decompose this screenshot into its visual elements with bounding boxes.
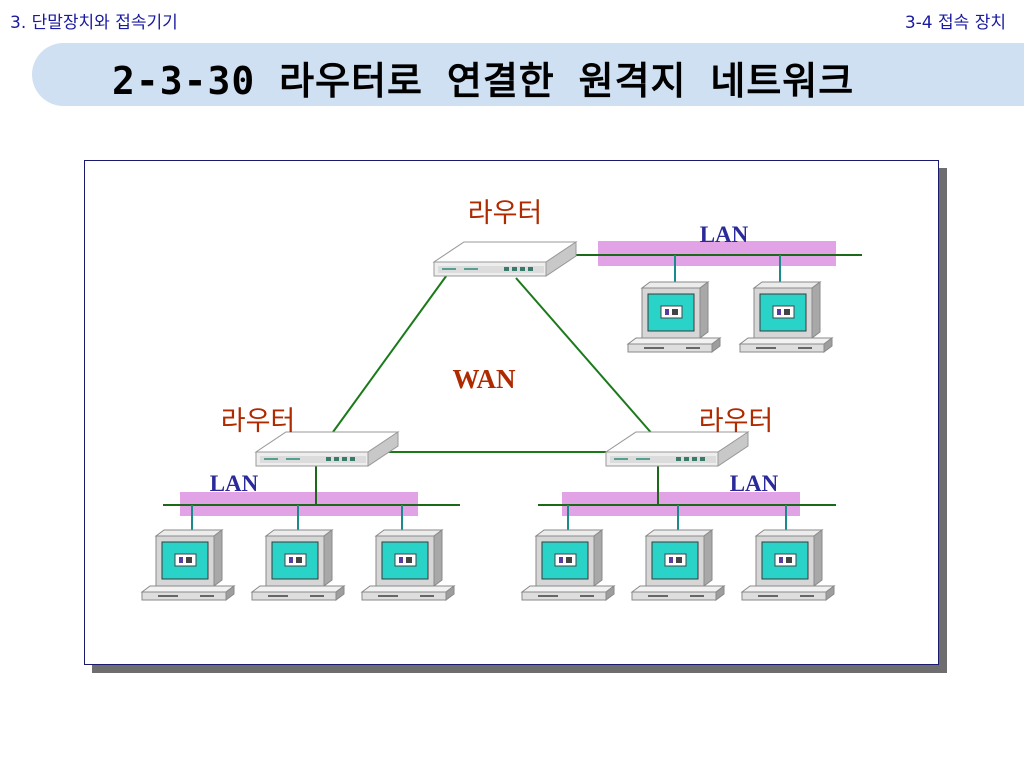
computer-icon	[739, 281, 833, 353]
wan-link-top-right	[515, 277, 655, 437]
router-right-icon	[605, 431, 749, 467]
page-title: 2-3-30 라우터로 연결한 원격지 네트워크	[112, 59, 855, 103]
lan-segment-top-right	[572, 241, 862, 284]
lan-bottom-right-label: LAN	[730, 471, 779, 496]
wan-link-top-left	[332, 267, 453, 433]
title-band	[32, 43, 1024, 106]
computer-icon	[361, 529, 455, 601]
computer-icon	[141, 529, 235, 601]
computer-icon	[627, 281, 721, 353]
router-right-label: 라우터	[699, 406, 774, 437]
router-left-label: 라우터	[221, 406, 296, 437]
wan-label: WAN	[452, 364, 516, 394]
router-top-label: 라우터	[468, 198, 543, 229]
computer-icon	[741, 529, 835, 601]
lan-segment-bottom-left	[163, 466, 460, 530]
subsection-header: 3-4 접속 장치	[904, 13, 1006, 33]
router-left-icon	[255, 431, 399, 467]
computer-icon	[251, 529, 345, 601]
computer-icon	[521, 529, 615, 601]
section-header: 3. 단말장치와 접속기기	[10, 13, 178, 33]
lan-segment-bottom-right	[538, 466, 836, 530]
lan-top-right-label: LAN	[700, 222, 749, 247]
lan-bottom-left-label: LAN	[210, 471, 259, 496]
computer-icon	[631, 529, 725, 601]
router-top-icon	[433, 241, 577, 277]
